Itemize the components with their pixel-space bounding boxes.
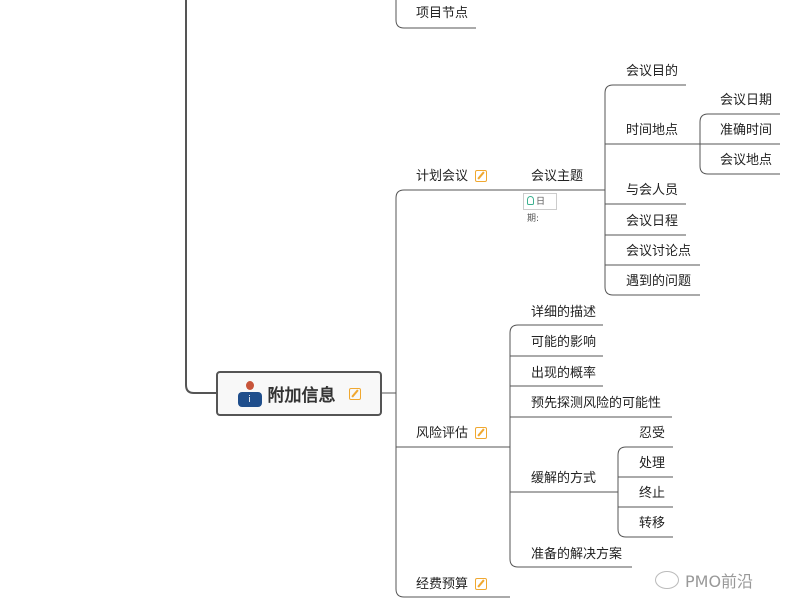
node-risk-desc[interactable]: 详细的描述 bbox=[531, 305, 597, 320]
node-project-milestone[interactable]: 项目节点 bbox=[416, 6, 469, 21]
node-label: 计划会议 bbox=[416, 169, 469, 184]
note-icon[interactable] bbox=[475, 578, 488, 590]
node-risk-solution[interactable]: 准备的解决方案 bbox=[531, 547, 623, 562]
wechat-icon bbox=[655, 571, 679, 589]
node-terminate[interactable]: 终止 bbox=[639, 486, 666, 501]
node-label: 经费预算 bbox=[416, 577, 469, 592]
node-time-place[interactable]: 时间地点 bbox=[626, 123, 679, 138]
node-attendees[interactable]: 与会人员 bbox=[626, 183, 679, 198]
watermark: PMO前沿 bbox=[655, 568, 753, 592]
root-label: 附加信息 bbox=[267, 386, 336, 406]
node-transfer[interactable]: 转移 bbox=[639, 516, 666, 531]
node-meeting-topic[interactable]: 会议主题 bbox=[531, 169, 584, 184]
info-desk-icon: i bbox=[237, 380, 262, 407]
node-risk-mitigation[interactable]: 缓解的方式 bbox=[531, 471, 597, 486]
date-tag[interactable]: 日期: bbox=[523, 193, 557, 224]
node-agenda[interactable]: 会议日程 bbox=[626, 214, 679, 229]
node-discussion[interactable]: 会议讨论点 bbox=[626, 244, 692, 259]
node-plan-meeting[interactable]: 计划会议 bbox=[416, 169, 488, 185]
note-icon[interactable] bbox=[348, 387, 361, 400]
node-risk-assessment[interactable]: 风险评估 bbox=[416, 426, 488, 442]
date-tag-label: 日期: bbox=[527, 197, 546, 224]
node-meeting-purpose[interactable]: 会议目的 bbox=[626, 64, 679, 79]
node-accept[interactable]: 忍受 bbox=[639, 426, 666, 441]
node-issues[interactable]: 遇到的问题 bbox=[626, 274, 692, 289]
node-handle[interactable]: 处理 bbox=[639, 456, 666, 471]
node-meeting-date[interactable]: 会议日期 bbox=[720, 93, 773, 108]
node-exact-time[interactable]: 准确时间 bbox=[720, 123, 773, 138]
note-icon[interactable] bbox=[475, 427, 488, 439]
node-meeting-place[interactable]: 会议地点 bbox=[720, 153, 773, 168]
node-label: 风险评估 bbox=[416, 426, 469, 441]
node-risk-detection[interactable]: 预先探测风险的可能性 bbox=[531, 396, 662, 411]
person-icon bbox=[527, 196, 534, 205]
node-risk-impact[interactable]: 可能的影响 bbox=[531, 335, 597, 350]
watermark-text: PMO前沿 bbox=[685, 572, 754, 591]
node-risk-probability[interactable]: 出现的概率 bbox=[531, 366, 597, 381]
root-node[interactable]: i 附加信息 bbox=[216, 371, 382, 416]
node-budget[interactable]: 经费预算 bbox=[416, 577, 488, 593]
note-icon[interactable] bbox=[475, 170, 488, 182]
